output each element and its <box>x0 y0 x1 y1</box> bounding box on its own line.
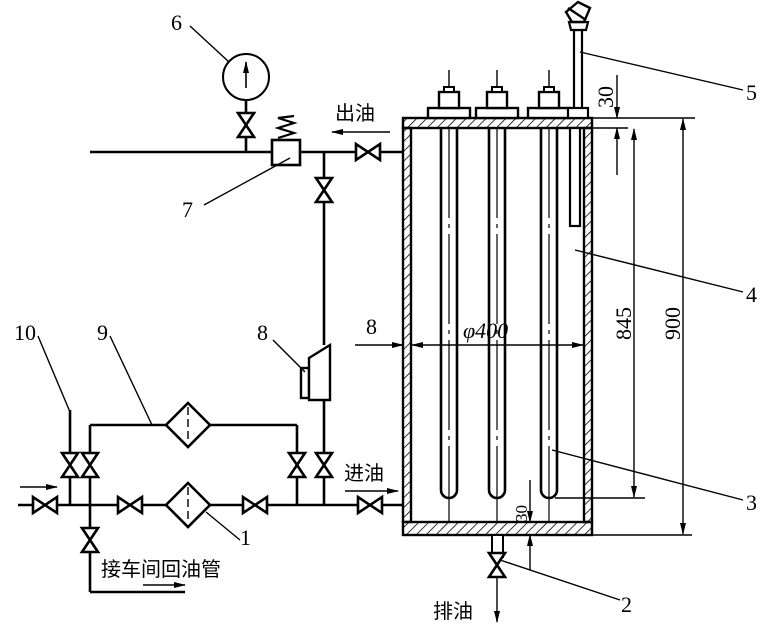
leader-lines <box>37 25 744 601</box>
return-pipe-label: 接车间回油管 <box>101 557 221 581</box>
thermometer <box>564 0 592 228</box>
dim-top-gap: 30 <box>593 86 618 108</box>
tank-top-plate <box>401 116 594 130</box>
label-1: 1 <box>240 525 251 550</box>
heater-nut <box>537 90 561 110</box>
filter-1 <box>164 481 212 529</box>
dimension-lines <box>355 75 695 570</box>
valve-icon <box>59 451 81 479</box>
heater-nut <box>485 90 509 110</box>
valve-icon <box>486 551 508 579</box>
dim-wall: 8 <box>366 314 377 339</box>
relief-valve <box>270 114 302 167</box>
label-4: 4 <box>746 282 757 307</box>
label-9: 9 <box>97 320 108 345</box>
valve-icon <box>313 451 335 479</box>
dim-bottom-gap: 30 <box>512 505 531 522</box>
valve-icon <box>31 494 59 516</box>
valve-icon <box>116 494 144 516</box>
tank-bottom-plate <box>401 520 594 537</box>
valve-icon <box>79 451 101 479</box>
label-2: 2 <box>621 592 632 617</box>
heater-nut-top <box>443 86 455 93</box>
label-6: 6 <box>171 10 182 35</box>
valve-icon <box>286 451 308 479</box>
dim-tank-height: 900 <box>660 307 685 340</box>
valve-icon <box>241 494 269 516</box>
valve-icon <box>354 141 382 163</box>
valve-icon <box>356 494 384 516</box>
heater-element <box>426 70 472 522</box>
label-7: 7 <box>182 197 193 222</box>
valves <box>31 111 508 579</box>
heater-nut <box>437 90 461 110</box>
dim-heater-length: 845 <box>611 307 636 340</box>
heater-flange <box>474 106 520 120</box>
valve-icon <box>235 111 257 139</box>
valve-icon <box>313 176 335 204</box>
label-10: 10 <box>14 320 36 345</box>
electric-heaters <box>426 70 572 522</box>
oil-drain-label: 排油 <box>433 599 473 623</box>
heater-nut-top <box>543 86 555 93</box>
heater-nut-top <box>491 86 503 93</box>
heater-flange <box>526 106 572 120</box>
tank <box>401 116 594 558</box>
filter-9 <box>164 401 212 449</box>
heater-element <box>474 70 520 522</box>
tank-right-wall <box>582 126 594 524</box>
label-5: 5 <box>746 80 757 105</box>
label-8-flowmeter: 8 <box>257 320 268 345</box>
label-3: 3 <box>746 490 757 515</box>
dim-diameter: φ400 <box>463 318 508 343</box>
heater-flange <box>426 106 472 120</box>
oil-in-label: 进油 <box>344 461 384 485</box>
pressure-gauge <box>222 53 270 101</box>
oil-out-label: 出油 <box>335 101 375 125</box>
valve-icon <box>79 526 101 554</box>
tank-left-wall <box>401 126 413 524</box>
heater-element <box>526 70 572 522</box>
flow-meter <box>299 342 332 402</box>
